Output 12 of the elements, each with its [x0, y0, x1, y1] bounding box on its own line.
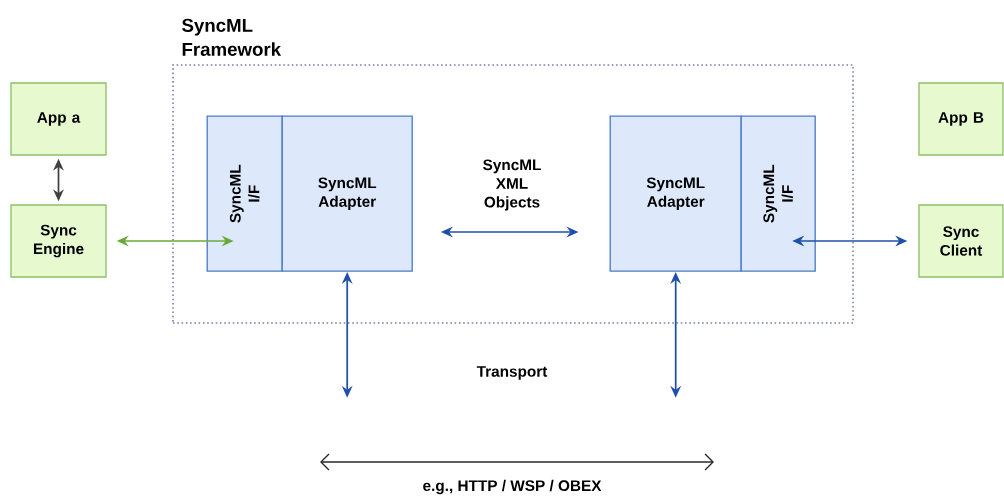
- note-label: e.g., HTTP / WSP / OBEX: [423, 479, 602, 495]
- app-box: App B: [918, 82, 1004, 156]
- adapter-box: SyncML Adapter: [609, 115, 742, 272]
- interface-box: SyncML I/F: [206, 115, 283, 272]
- engine-box: Sync Engine: [10, 204, 107, 278]
- app-box: App a: [10, 82, 107, 156]
- framework-title: SyncML Framework: [182, 18, 282, 56]
- interface-box: SyncML I/F: [740, 115, 816, 272]
- client-box: Sync Client: [918, 204, 1004, 278]
- edge-label: SyncML XML Objects: [470, 158, 554, 212]
- note-label: Transport: [476, 366, 548, 380]
- adapter-box: SyncML Adapter: [281, 115, 413, 272]
